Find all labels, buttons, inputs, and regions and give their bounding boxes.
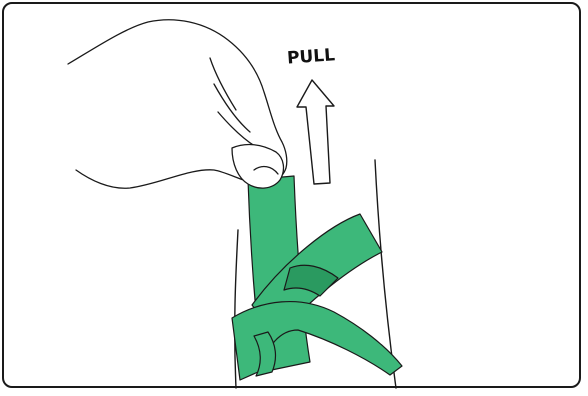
pull-label: PULL [286,45,335,68]
tape-tail [253,331,277,377]
up-arrow-icon [296,79,335,185]
hand-icon [67,19,288,189]
leg-left-edge [234,229,239,389]
thumbnail [253,165,279,175]
tape-fold [283,264,339,297]
tape-lower-band [231,301,403,381]
tape [231,175,403,381]
finger-1 [209,57,237,111]
finger-2 [213,83,251,133]
hand-back [67,19,288,189]
thumb [231,143,285,189]
